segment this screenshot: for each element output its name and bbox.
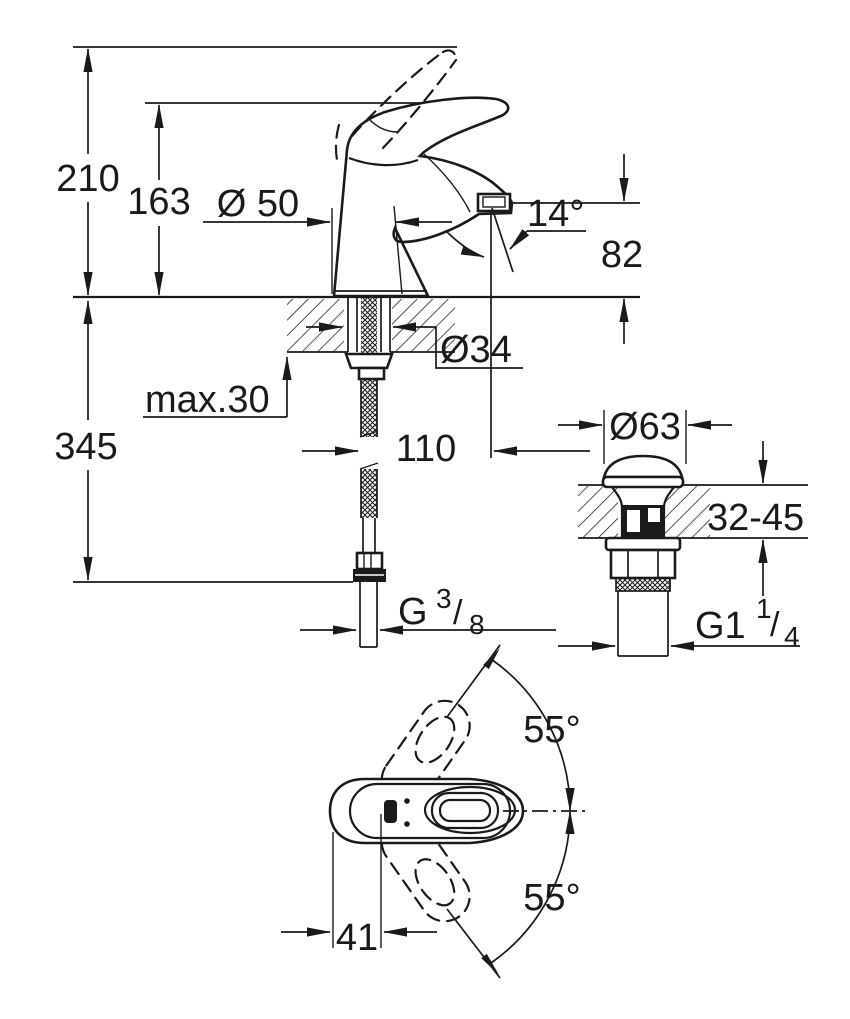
dim-spout-reach: 110 [396,428,457,470]
dim-82: 82 [601,154,643,344]
waste-deck-section [578,484,808,539]
side-view: 14° 210 163 Ø 50 82 [54,46,643,648]
supply-thread-label: G 3 / 8 [398,575,485,640]
mounting-nut [344,352,394,370]
lever-top-outline [328,777,588,845]
dim-hole-diameter-label: Ø34 [440,329,512,371]
dim-height-to-spout-top: 163 [127,181,190,223]
dim-32-45: 32-45 [707,441,804,596]
waste-thread-slash: / [770,606,780,644]
waste-hex-nut [609,548,677,580]
dim-hose-clearance: 345 [54,426,117,468]
waste-thread-prefix: G1 [695,605,746,647]
lower-leader-arrow [481,953,499,975]
dim-base-diameter: Ø 50 [203,183,452,295]
dim-110: 110 [302,428,590,470]
lever-rotated-down-dashed [380,816,471,923]
waste-thread-numerator: 1 [756,593,772,624]
waste-cap-dome [602,454,684,479]
dim-max-deck: max.30 [143,356,292,421]
waste-cap-brim [601,475,685,489]
lever-marker [384,800,397,823]
dim-lever-offset: 41 [336,917,378,959]
waste-thread-denominator: 4 [784,621,800,652]
dim-63: Ø63 [558,406,732,464]
shank-collar [357,366,386,381]
hose-connector [355,551,384,571]
spout-end-inner-ring [438,798,492,823]
waste-valve-view: Ø63 32-45 G1 1 / 4 [558,406,808,657]
dim-210: 210 [56,48,120,296]
dim-hole-diameter: Ø34 [306,322,523,371]
waste-thread-band [615,577,671,592]
dim-base-diameter-label: Ø 50 [217,183,299,225]
threaded-rod [361,298,377,354]
dim-spray-angle: 14° [527,193,584,235]
waste-thread-label: G1 1 / 4 [695,585,800,652]
dim-163: 163 [127,104,191,296]
faucet-body [332,49,514,298]
dim-41: 41 [281,814,437,959]
threaded-shank-and-hose [344,298,394,648]
waste-flange [604,536,682,552]
dim-swing-up: 55° [523,709,580,751]
dim-supply-thread: G 3 / 8 [300,575,556,640]
dim-max-deck-label: max.30 [145,379,270,421]
dim-waste-thread: G1 1 / 4 [558,585,800,652]
dim-flange-diameter: Ø63 [609,406,681,448]
thread-prefix: G [398,591,428,633]
raised-lever-dashed [334,49,458,162]
swing-angle-annotation: 55° 55° [446,644,581,979]
pop-up-waste [601,454,685,657]
thread-numerator: 3 [436,583,452,614]
spout-end-outer-ring [423,785,517,835]
thread-denominator: 8 [469,609,485,640]
spray-angle-annotation: 14° [446,193,586,458]
faucet-silhouette [332,96,514,298]
spout-end-middle-ring [430,791,500,830]
dim-spout-outlet-height: 82 [601,234,643,276]
dim-overall-height: 210 [56,158,119,200]
thread-slash: / [453,594,463,632]
top-view: 55° 55° 41 [281,644,588,979]
dim-swing-down: 55° [523,877,580,919]
dim-deck-range: 32-45 [707,497,804,539]
cartridge-seam [348,156,419,167]
dim-345: 345 [54,300,118,581]
lever-rotated-up-dashed [380,699,471,806]
